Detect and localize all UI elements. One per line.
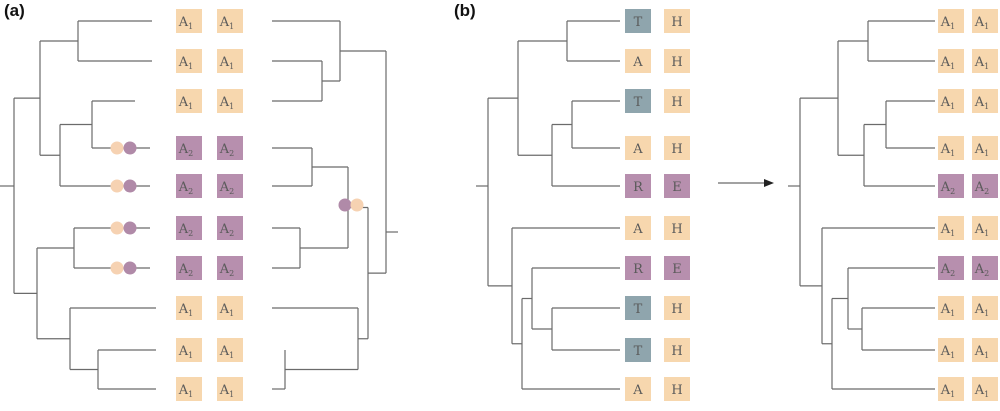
- b-right-col2-4-box: [972, 174, 998, 198]
- b-left-col1-1-label: A: [632, 55, 643, 70]
- panel-b-left: T H A H T H A H R E A H R E T H T H A H: [476, 9, 774, 401]
- b-left-col2-6-label: E: [672, 262, 682, 277]
- b-left-col2-5-label: H: [671, 222, 682, 237]
- a-right-7-box: [217, 296, 243, 320]
- b-left-col2-0-label: H: [671, 15, 682, 30]
- b-left-col1-9-label: A: [632, 383, 643, 398]
- b-left-col1-1-box: [625, 49, 651, 73]
- b-left-col1-0-box: [625, 9, 651, 33]
- b-left-col1-5-box: [625, 216, 651, 240]
- a-right-4-box: [217, 174, 243, 198]
- b-left-col1-6-label: R: [633, 262, 644, 277]
- b-left-col2-1-box: [664, 49, 690, 73]
- a-right-1-box: [217, 49, 243, 73]
- a-right-0-box: [217, 9, 243, 33]
- a-left-3-box: [176, 136, 202, 160]
- mutation-mark-1-before: [110, 179, 124, 193]
- b-left-col2-9-box: [664, 377, 690, 401]
- b-left-col1-3-label: A: [632, 142, 643, 157]
- b-right-col1-9-box: [938, 377, 964, 401]
- b-left-col1-3-box: [625, 136, 651, 160]
- b-right-col2-6-box: [972, 256, 998, 280]
- right-tree-mark-before: [338, 198, 352, 212]
- b-left-col2-8-box: [664, 338, 690, 362]
- a-left-6-box: [176, 256, 202, 280]
- b-left-col2-9-label: H: [671, 383, 682, 398]
- mutation-mark-0-before: [110, 141, 124, 155]
- b-left-col1-4-box: [625, 174, 651, 198]
- mutation-mark-2-before: [110, 221, 124, 235]
- a-right-8-box: [217, 338, 243, 362]
- b-right-col1-4-box: [938, 174, 964, 198]
- mutation-mark-3-before: [110, 261, 124, 275]
- b-left-col1-5-label: A: [632, 222, 643, 237]
- b-left-col2-5-box: [664, 216, 690, 240]
- b-right-col1-3-box: [938, 136, 964, 160]
- b-left-col1-2-box: [625, 89, 651, 113]
- a-left-2-box: [176, 89, 202, 113]
- a-left-0-box: [176, 9, 202, 33]
- b-right-col2-5-box: [972, 216, 998, 240]
- b-left-col2-1-label: H: [671, 55, 682, 70]
- b-right-col2-0-box: [972, 9, 998, 33]
- panel-label-b: (b): [454, 1, 476, 20]
- b-right-col1-1-box: [938, 49, 964, 73]
- a-left-4-box: [176, 174, 202, 198]
- b-left-col2-7-box: [664, 296, 690, 320]
- b-left-col1-4-label: R: [633, 180, 644, 195]
- a-left-7-box: [176, 296, 202, 320]
- b-right-col2-3-box: [972, 136, 998, 160]
- mutation-mark-2-after: [123, 221, 137, 235]
- a-right-5-box: [217, 216, 243, 240]
- b-left-col2-4-label: E: [672, 180, 682, 195]
- b-left-col2-7-label: H: [671, 302, 682, 317]
- b-right-col2-8-box: [972, 338, 998, 362]
- a-right-2-box: [217, 89, 243, 113]
- b-right-col1-6-box: [938, 256, 964, 280]
- b-left-col2-8-label: H: [671, 344, 682, 359]
- transform-arrow-head: [764, 179, 774, 187]
- b-left-col1-7-box: [625, 296, 651, 320]
- mutation-mark-0-after: [123, 141, 137, 155]
- panel-label-a: (a): [4, 1, 25, 20]
- mutation-mark-1-after: [123, 179, 137, 193]
- b-left-col1-9-box: [625, 377, 651, 401]
- b-left-col2-4-box: [664, 174, 690, 198]
- b-left-col2-3-box: [664, 136, 690, 160]
- a-right-3-box: [217, 136, 243, 160]
- a-left-5-box: [176, 216, 202, 240]
- b-left-col2-2-box: [664, 89, 690, 113]
- b-right-col2-7-box: [972, 296, 998, 320]
- b-right-col1-5-box: [938, 216, 964, 240]
- b-left-col1-0-label: T: [634, 15, 643, 30]
- b-left-col1-8-label: T: [634, 344, 643, 359]
- b-right-col2-9-box: [972, 377, 998, 401]
- b-left-col1-2-label: T: [634, 95, 643, 110]
- a-right-6-box: [217, 256, 243, 280]
- b-left-col1-7-label: T: [634, 302, 643, 317]
- b-left-col2-0-box: [664, 9, 690, 33]
- b-right-col2-2-box: [972, 89, 998, 113]
- b-right-col2-1-box: [972, 49, 998, 73]
- b-left-col2-3-label: H: [671, 142, 682, 157]
- right-tree-mark-after: [350, 198, 364, 212]
- mutation-mark-3-after: [123, 261, 137, 275]
- a-left-8-box: [176, 338, 202, 362]
- b-right-col1-7-box: [938, 296, 964, 320]
- b-left-col2-2-label: H: [671, 95, 682, 110]
- b-right-col1-2-box: [938, 89, 964, 113]
- b-right-col1-8-box: [938, 338, 964, 362]
- b-left-col2-6-box: [664, 256, 690, 280]
- b-right-col1-0-box: [938, 9, 964, 33]
- a-left-1-box: [176, 49, 202, 73]
- b-left-col1-6-box: [625, 256, 651, 280]
- a-left-9-box: [176, 377, 202, 401]
- b-left-col1-8-box: [625, 338, 651, 362]
- a-right-9-box: [217, 377, 243, 401]
